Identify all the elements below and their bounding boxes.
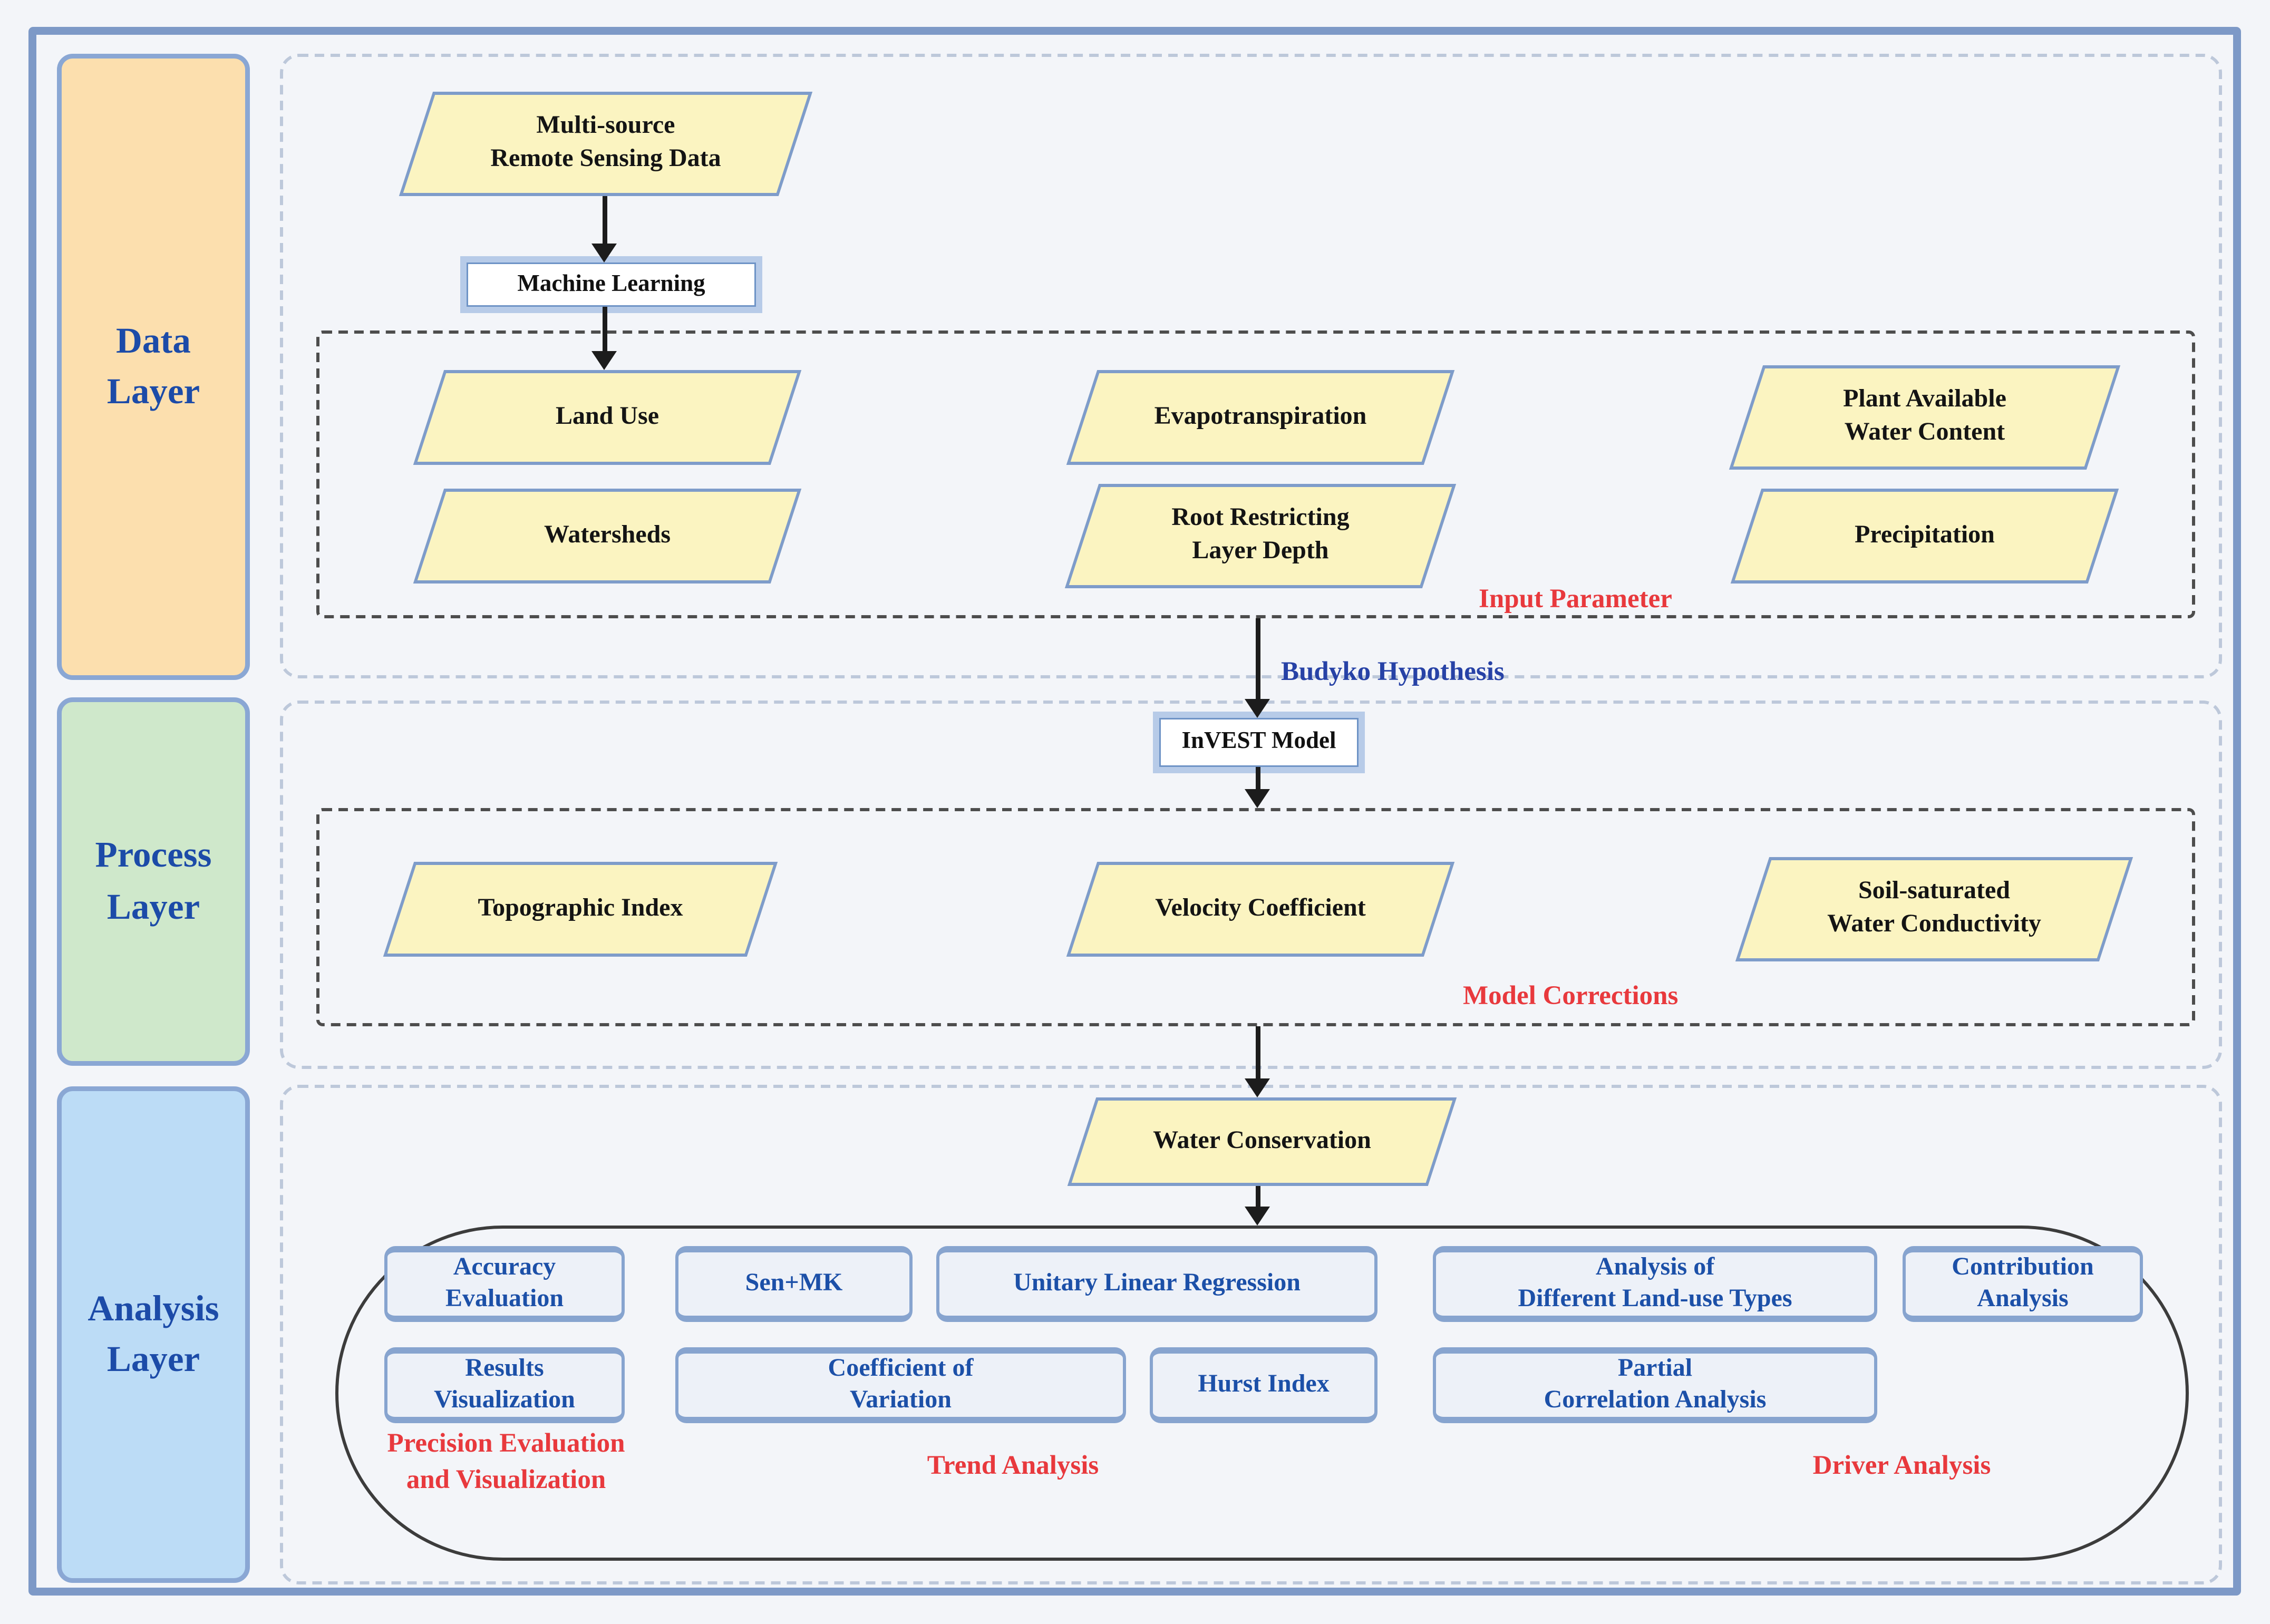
- node-accuracy-evaluation: Accuracy Evaluation: [384, 1246, 625, 1322]
- arrow-ml-to-landuse-head: [591, 351, 617, 370]
- node-hurst-index: Hurst Index: [1150, 1347, 1377, 1423]
- node-results-visualization: Results Visualization: [384, 1347, 625, 1423]
- node-unitary-linear-regression: Unitary Linear Regression: [936, 1246, 1377, 1322]
- analysis-layer-tab: Analysis Layer: [57, 1086, 250, 1583]
- node-water-conservation: Water Conservation: [1067, 1097, 1457, 1186]
- arrow-inputs-to-invest-line: [1256, 618, 1260, 699]
- node-machine-learning: Machine Learning: [467, 262, 756, 307]
- analysis-layer-label: Analysis Layer: [88, 1288, 219, 1379]
- node-analysis-of-different-landuse-types: Analysis of Different Land-use Types: [1433, 1246, 1877, 1322]
- node-contribution-analysis: Contribution Analysis: [1903, 1246, 2143, 1322]
- node-label: Watersheds: [544, 521, 671, 548]
- node-sen-mk: Sen+MK: [675, 1246, 913, 1322]
- input-parameter-annotation: Input Parameter: [1479, 584, 1672, 614]
- node-label: Root Restricting Layer Depth: [1171, 504, 1350, 565]
- node-precipitation: Precipitation: [1730, 489, 2119, 584]
- node-label: Topographic Index: [478, 894, 683, 921]
- data-layer-panel: [280, 54, 2222, 678]
- node-label: Velocity Coefficient: [1155, 894, 1366, 921]
- node-velocity-coefficient: Velocity Coefficient: [1066, 862, 1455, 957]
- node-topographic-index: Topographic Index: [383, 862, 778, 957]
- node-evapotranspiration: Evapotranspiration: [1066, 370, 1455, 465]
- model-corrections-annotation: Model Corrections: [1463, 980, 1679, 1010]
- analysis-methods-container: [335, 1226, 2189, 1561]
- node-invest-model: InVEST Model: [1159, 718, 1359, 767]
- node-label: Evapotranspiration: [1154, 402, 1367, 430]
- arrow-corrections-to-waterconservation-line: [1256, 1026, 1260, 1078]
- arrow-corrections-to-waterconservation-head: [1245, 1078, 1270, 1097]
- trend-analysis-annotation: Trend Analysis: [927, 1450, 1099, 1480]
- arrow-multisource-to-ml-head: [591, 244, 617, 262]
- process-layer-label: Process Layer: [95, 835, 212, 926]
- node-label: Soil-saturated Water Conductivity: [1827, 878, 2041, 938]
- node-label: InVEST Model: [1181, 729, 1336, 754]
- budyko-hypothesis-annotation: Budyko Hypothesis: [1281, 656, 1505, 686]
- node-label: Contribution Analysis: [1952, 1254, 2094, 1312]
- arrow-waterconservation-to-analysis-line: [1256, 1186, 1260, 1207]
- arrow-multisource-to-ml-line: [603, 196, 607, 244]
- node-label: Multi-source Remote Sensing Data: [490, 112, 721, 172]
- node-label: Sen+MK: [745, 1270, 843, 1297]
- node-land-use: Land Use: [413, 370, 802, 465]
- driver-analysis-annotation: Driver Analysis: [1812, 1450, 1991, 1480]
- node-watersheds: Watersheds: [413, 489, 802, 584]
- node-label: Water Conservation: [1153, 1126, 1371, 1154]
- arrow-invest-to-corrections-line: [1256, 767, 1260, 789]
- node-label: Land Use: [555, 402, 659, 430]
- node-label: Machine Learning: [517, 271, 705, 297]
- node-soil-saturated-water-conductivity: Soil-saturated Water Conductivity: [1735, 857, 2133, 961]
- node-label: Plant Available Water Content: [1843, 386, 2006, 446]
- node-label: Partial Correlation Analysis: [1544, 1355, 1767, 1414]
- model-corrections-group-box: [316, 808, 2195, 1026]
- node-multi-source-remote-sensing-data: Multi-source Remote Sensing Data: [399, 92, 813, 196]
- node-label: Precipitation: [1855, 521, 1995, 548]
- node-label: Analysis of Different Land-use Types: [1518, 1254, 1792, 1312]
- diagram-outer-frame: [28, 27, 2241, 1596]
- node-label: Unitary Linear Regression: [1013, 1270, 1301, 1297]
- data-layer-label: Data Layer: [106, 320, 200, 411]
- node-partial-correlation-analysis: Partial Correlation Analysis: [1433, 1347, 1877, 1423]
- arrow-inputs-to-invest-head: [1245, 699, 1270, 718]
- node-label: Accuracy Evaluation: [445, 1254, 564, 1312]
- node-coefficient-of-variation: Coefficient of Variation: [675, 1347, 1126, 1423]
- precision-evaluation-annotation: Precision Evaluation and Visualization: [387, 1428, 625, 1494]
- arrow-waterconservation-to-analysis-head: [1245, 1207, 1270, 1226]
- node-plant-available-water-content: Plant Available Water Content: [1729, 365, 2121, 470]
- arrow-invest-to-corrections-head: [1245, 789, 1270, 808]
- data-layer-tab: Data Layer: [57, 54, 250, 680]
- node-root-restricting-layer-depth: Root Restricting Layer Depth: [1064, 484, 1457, 588]
- input-parameter-group-box: [316, 330, 2195, 618]
- node-label: Results Visualization: [434, 1355, 575, 1414]
- node-label: Coefficient of Variation: [828, 1355, 974, 1414]
- arrow-ml-to-landuse-line: [603, 307, 607, 351]
- node-label: Hurst Index: [1198, 1371, 1330, 1398]
- process-layer-tab: Process Layer: [57, 697, 250, 1066]
